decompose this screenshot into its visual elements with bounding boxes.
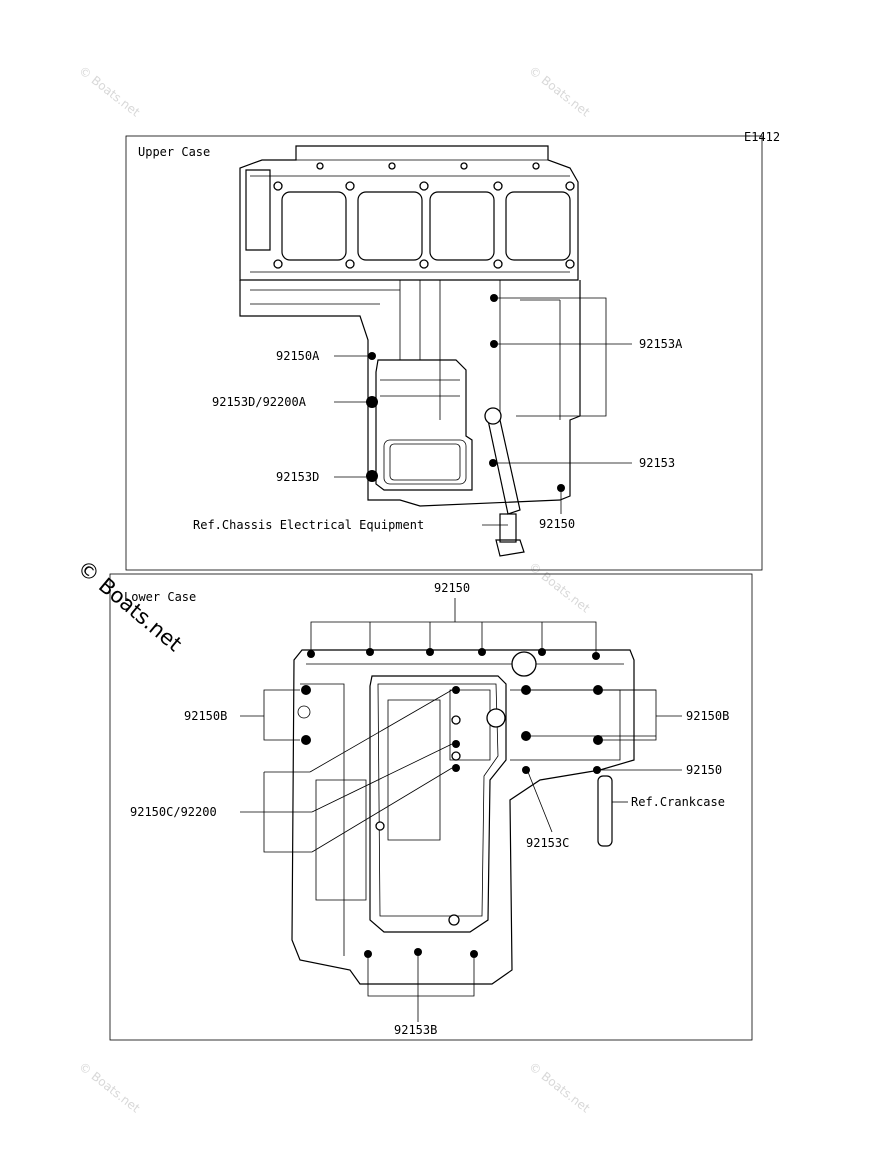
watermark-text: © Boats.net	[76, 1059, 143, 1115]
watermark-strong-text: © Boats.net	[73, 555, 187, 656]
lower-leader-lines	[240, 598, 682, 1022]
lower-case-title: Lower Case	[124, 590, 196, 604]
label-92153D-92200A: 92153D/92200A	[212, 395, 307, 409]
upper-case-title: Upper Case	[138, 145, 210, 159]
upper-bolts	[366, 294, 565, 492]
upper-leader-lines	[334, 297, 632, 526]
label-ref-chassis-electrical: Ref.Chassis Electrical Equipment	[193, 518, 424, 532]
label-92150B-right: 92150B	[686, 709, 729, 723]
deck-bolt-holes	[273, 162, 575, 269]
watermark-text: © Boats.net	[76, 63, 143, 119]
label-92150C-92200: 92150C/92200	[130, 805, 217, 819]
upper-case-frame	[125, 135, 763, 571]
label-92153C: 92153C	[526, 836, 569, 850]
label-92150B-left: 92150B	[184, 709, 227, 723]
lower-case-frame	[109, 573, 753, 1041]
label-92150-upper: 92150	[539, 517, 575, 531]
lower-case-drawing	[291, 648, 635, 985]
label-ref-crankcase: Ref.Crankcase	[631, 795, 725, 809]
watermark-text: © Boats.net	[526, 63, 593, 119]
label-92153D: 92153D	[276, 470, 319, 484]
lower-bolts	[301, 648, 603, 958]
boats-watermark-strong: © Boats.net	[73, 555, 187, 656]
label-92150-top: 92150	[434, 581, 470, 595]
label-92153A: 92153A	[639, 337, 683, 351]
lower-case-panel: Lower Case	[109, 573, 753, 1041]
label-92150A: 92150A	[276, 349, 320, 363]
label-92150-right: 92150	[686, 763, 722, 777]
upper-case-panel: Upper Case	[125, 135, 763, 571]
label-92153: 92153	[639, 456, 675, 470]
label-92153B: 92153B	[394, 1023, 437, 1037]
watermark-text: © Boats.net	[526, 1059, 593, 1115]
upper-case-drawing	[239, 145, 581, 557]
watermark-text: © Boats.net	[526, 559, 593, 615]
